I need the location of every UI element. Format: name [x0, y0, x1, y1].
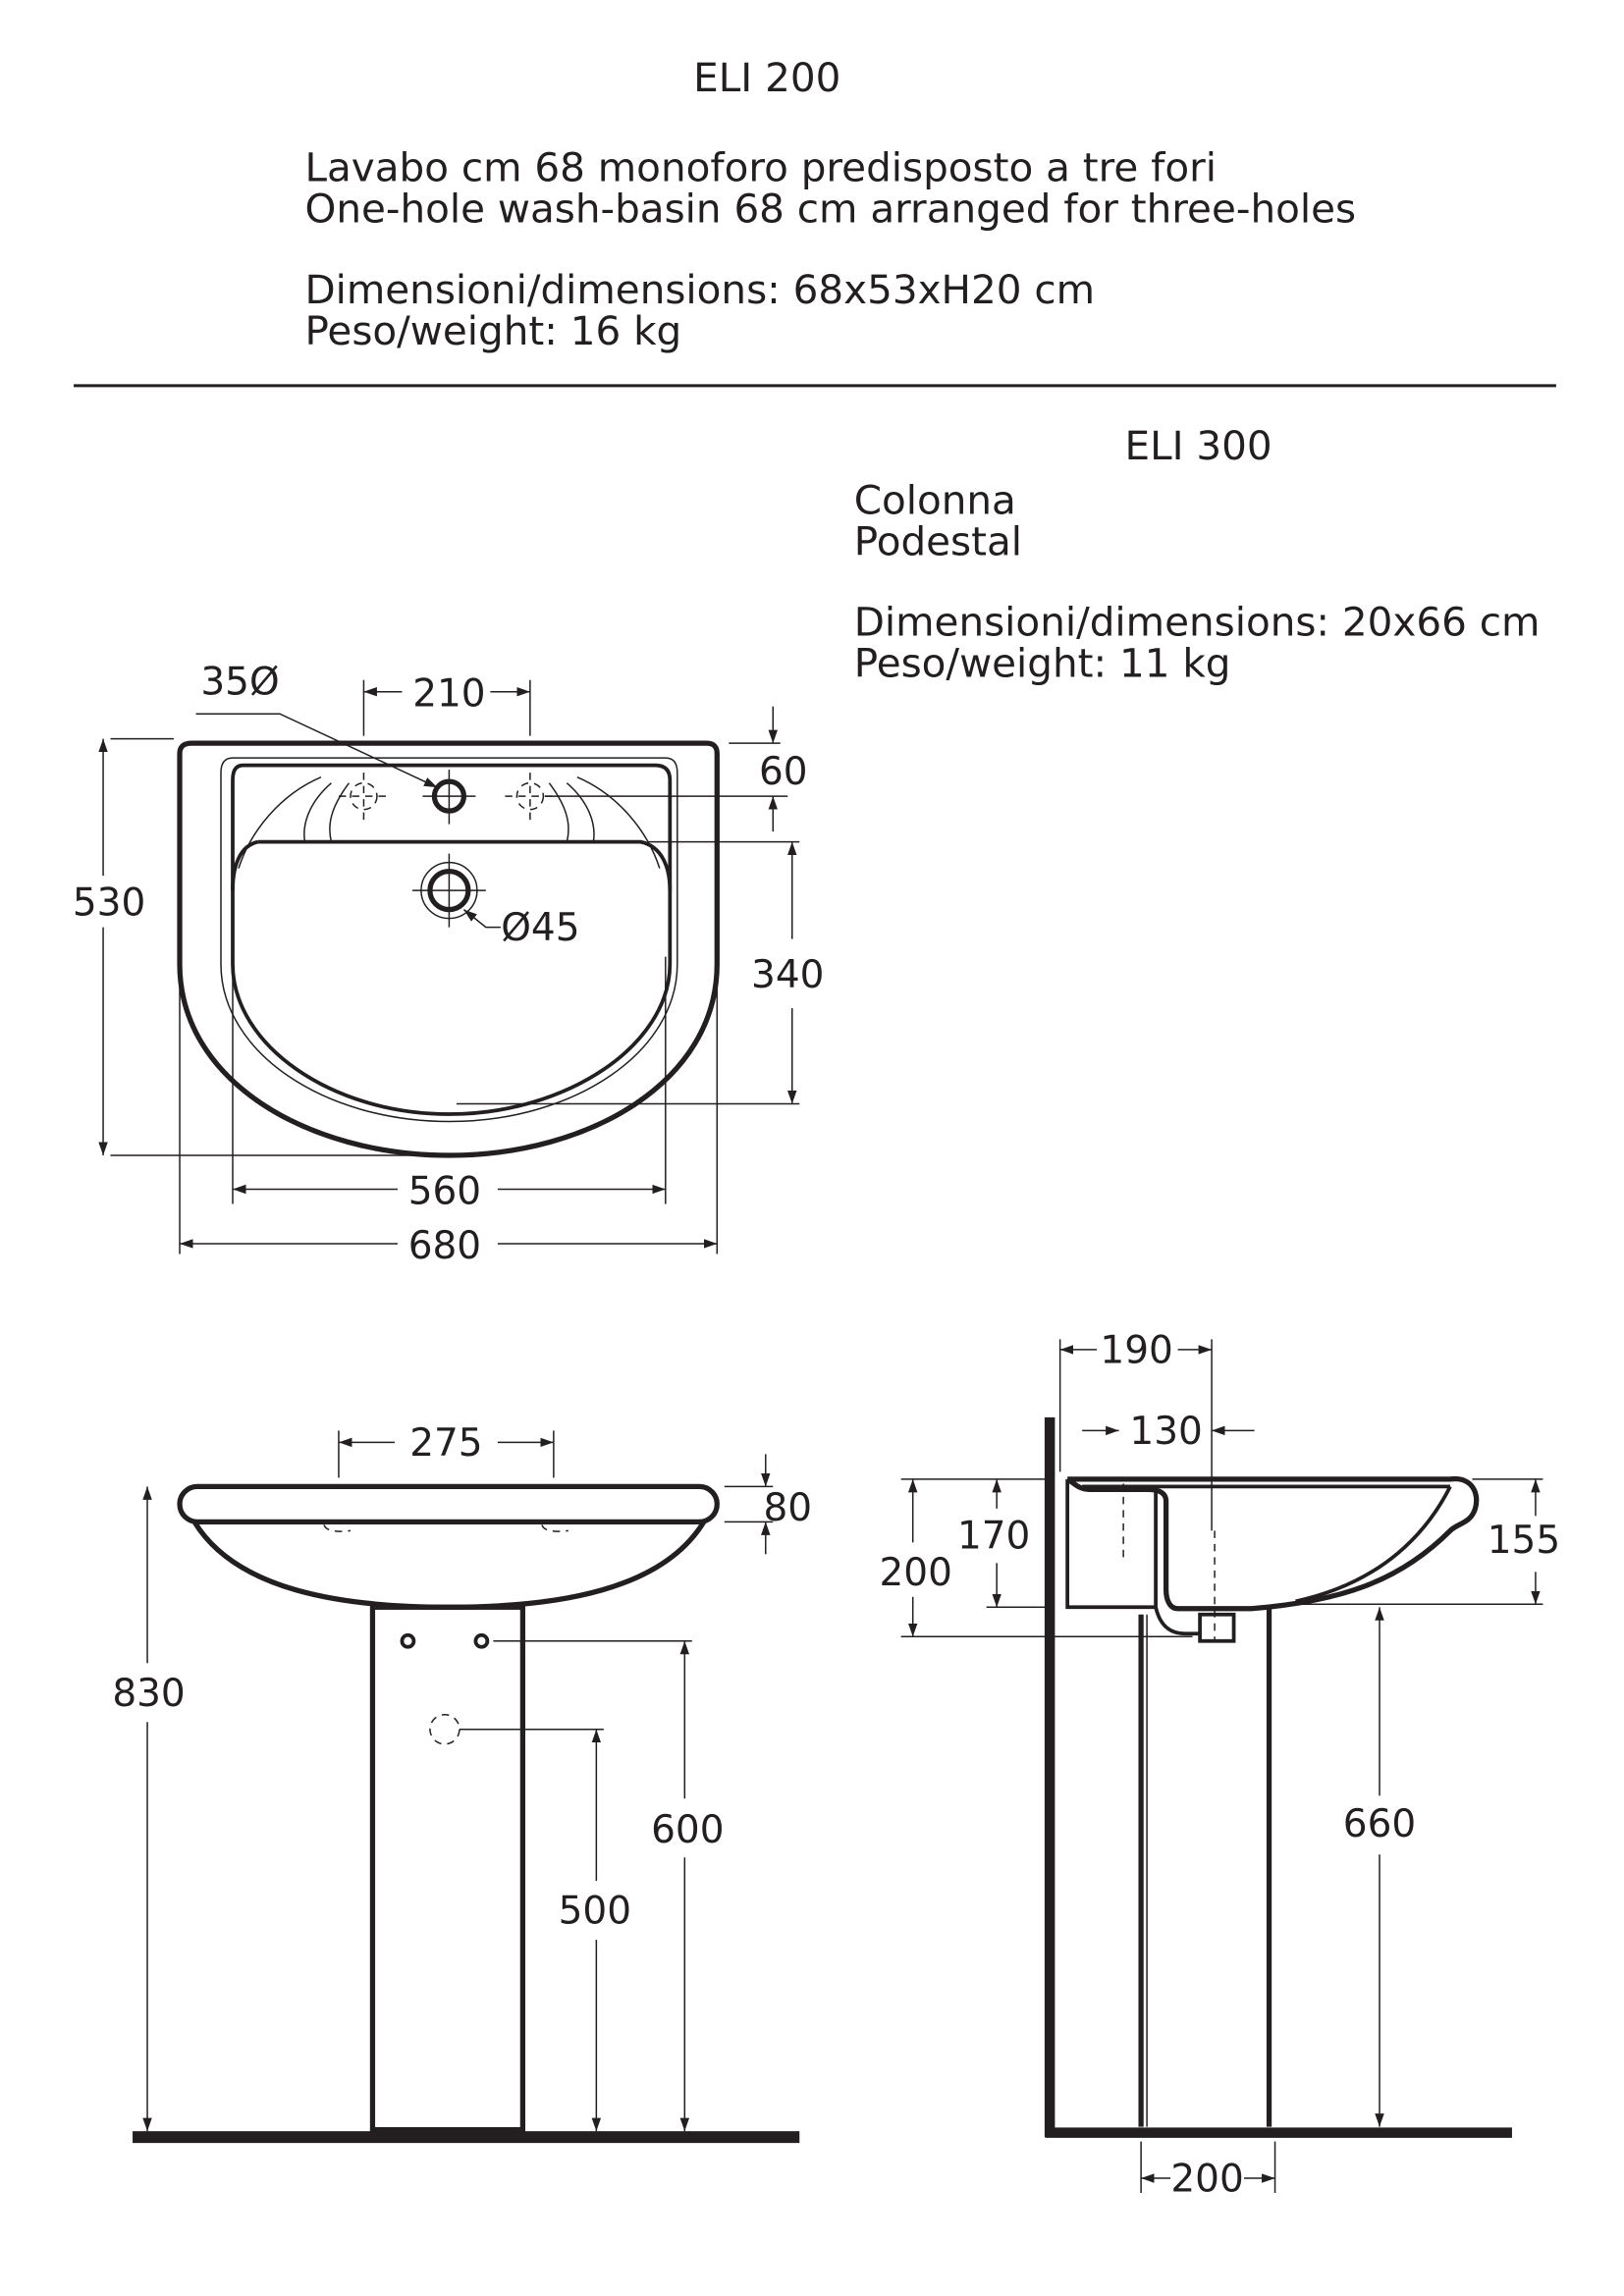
pedestal-front — [369, 1604, 525, 2133]
eli200-desc-en: One-hole wash-basin 68 cm arranged for t… — [304, 185, 1356, 232]
dim-bowl-depth-340: 340 — [751, 953, 824, 997]
dim-rim-height-80: 80 — [763, 1486, 812, 1530]
dim-drain-45: Ø45 — [501, 906, 579, 950]
eli200-title: ELI 200 — [693, 54, 840, 101]
dim-depth-530: 530 — [73, 881, 145, 926]
eli200-dimensions: Dimensioni/dimensions: 68x53xH20 cm — [304, 266, 1095, 313]
dim-fixing-spacing-275: 275 — [409, 1421, 482, 1466]
dim-height-170: 170 — [957, 1514, 1030, 1558]
eli200-weight: Peso/weight: 16 kg — [304, 307, 681, 354]
eli300-weight: Peso/weight: 11 kg — [854, 640, 1231, 687]
dim-height-155: 155 — [1488, 1519, 1560, 1563]
dim-tap-hole-35: 35Ø — [200, 661, 279, 705]
dim-pedestal-height-660: 660 — [1343, 1802, 1416, 1846]
eli300-dimensions: Dimensioni/dimensions: 20x66 cm — [854, 599, 1541, 646]
eli300-header: ELI 300 Colonna Podestal Dimensioni/dime… — [854, 422, 1541, 687]
dim-bowl-width-560: 560 — [408, 1169, 481, 1213]
eli200-header: ELI 200 Lavabo cm 68 monoforo predispost… — [304, 54, 1356, 354]
dim-fixing-height-600: 600 — [651, 1808, 724, 1852]
drain-hole — [411, 853, 486, 928]
basin-top-view: 530 210 35Ø 60 340 Ø45 560 680 — [73, 661, 825, 1268]
dim-hole-spacing-210: 210 — [412, 672, 485, 717]
tap-holes — [338, 770, 560, 825]
dim-depth-190: 190 — [1100, 1328, 1172, 1372]
dim-width-680: 680 — [408, 1224, 481, 1268]
basin-front-view: 275 80 830 600 500 — [112, 1421, 812, 2144]
dim-hole-offset-60: 60 — [759, 750, 808, 794]
dim-total-height-830: 830 — [112, 1672, 185, 1716]
eli300-desc-en: Podestal — [854, 517, 1022, 564]
basin-side-view: 190 130 200 170 155 660 200 — [880, 1328, 1561, 2201]
eli200-desc-it: Lavabo cm 68 monoforo predisposto a tre … — [304, 143, 1217, 190]
eli300-desc-it: Colonna — [854, 476, 1016, 523]
dim-pedestal-width-200: 200 — [1170, 2158, 1243, 2202]
eli300-title: ELI 300 — [1124, 422, 1272, 469]
dim-depth-130: 130 — [1129, 1410, 1202, 1454]
dim-waste-height-500: 500 — [559, 1890, 631, 1934]
dim-height-200: 200 — [880, 1551, 952, 1595]
